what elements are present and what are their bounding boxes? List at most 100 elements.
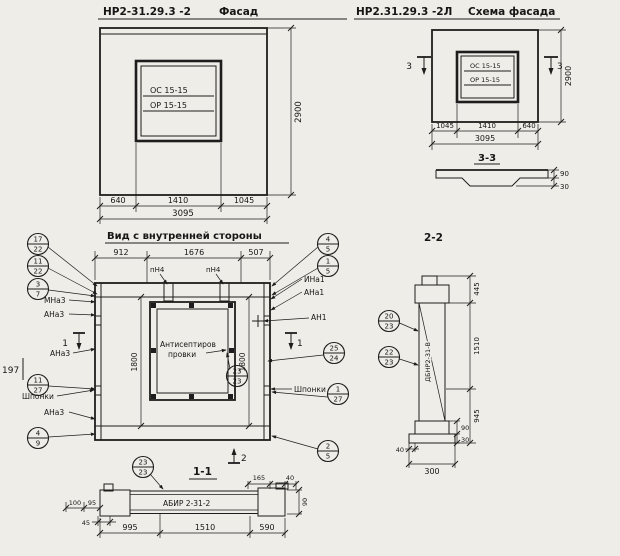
callout-4-5: 4 5 <box>271 232 340 287</box>
dim-label: 1676 <box>184 248 204 257</box>
scheme-panel-outline <box>431 29 539 123</box>
dim-height: 2900 <box>294 101 304 123</box>
section-top-tongue <box>421 275 438 286</box>
callout-20-23: 20 23 <box>377 309 419 333</box>
section-head <box>414 284 450 304</box>
dim-label: 1045 <box>436 122 454 130</box>
svg-text:22: 22 <box>385 349 394 357</box>
section-3-3: 3-3 90 30 <box>435 153 569 191</box>
section-mark-label: АБИР 2-31-2 <box>163 499 211 508</box>
svg-text:4: 4 <box>36 430 41 438</box>
svg-text:23: 23 <box>385 359 394 367</box>
dim-side: 1800 <box>238 352 247 371</box>
section-flag-3: 3 <box>557 62 563 72</box>
svg-text:23: 23 <box>233 368 242 376</box>
callout-1-5: 1 5 <box>271 254 340 296</box>
section-title: 2-2 <box>424 232 443 244</box>
svg-text:23: 23 <box>139 459 148 467</box>
scheme-window <box>455 50 520 104</box>
section-mark-label: ДБНР2-31-В <box>424 342 432 382</box>
section-2-2: 2-2 ДБНР2-31-В 20 23 22 23 445 1510 945 <box>377 232 481 476</box>
dim-label: 1510 <box>195 523 215 532</box>
dim-label: 45 <box>82 519 90 527</box>
anchor-label: ИНа1 <box>304 275 325 284</box>
window-mark-or: ОР 15-15 <box>470 76 500 84</box>
dim-label: 300 <box>424 467 439 476</box>
callout-17-22: 17 22 <box>26 232 98 287</box>
window-mark-os: ОС 15-15 <box>150 86 188 95</box>
facade-code: НР2-31.29.3 -2 <box>103 6 191 18</box>
dim-total: 3095 <box>172 209 194 219</box>
svg-text:23: 23 <box>385 323 394 331</box>
callout-11-27: 11 27 <box>26 373 96 397</box>
gasket-note-line2: провки <box>168 350 196 359</box>
callout-4-9: 4 9 <box>26 426 96 450</box>
dowel-key <box>263 385 271 396</box>
dim-label: 640 <box>522 122 535 130</box>
callout-22-23: 22 23 <box>377 345 419 369</box>
facade-panel-outline <box>99 27 268 196</box>
callout-25-24: 25 24 <box>267 341 346 365</box>
svg-text:20: 20 <box>385 313 394 321</box>
profile-shape <box>435 170 549 187</box>
inner-window <box>149 301 236 401</box>
callout-23-23: 23 23 <box>225 352 249 388</box>
dowel-label: Шпонки <box>22 392 54 401</box>
gasket-note-line1: Антисептиров <box>160 340 216 349</box>
section-left-tongue <box>103 483 114 492</box>
dim-height: 2900 <box>564 66 573 86</box>
facade-window <box>134 59 223 143</box>
anchor-label: АНа3 <box>44 310 64 319</box>
svg-text:11: 11 <box>34 377 43 385</box>
svg-text:4: 4 <box>326 236 331 244</box>
svg-text:23: 23 <box>233 378 242 386</box>
nailer-label: пН4 <box>206 266 221 274</box>
window-mark-or: ОР 15-15 <box>150 101 187 110</box>
gasket-pad <box>228 303 233 308</box>
inner-view-title: Вид с внутренней стороны <box>107 231 262 242</box>
anchor-label: АНа3 <box>44 408 64 417</box>
section-flag-2: 2 <box>241 454 247 464</box>
callout-23-23: 23 23 <box>131 455 164 490</box>
gasket-pad <box>229 348 234 353</box>
gasket-pad <box>151 303 156 308</box>
nailer-strip <box>163 282 174 302</box>
dim-label: 100 <box>69 499 81 507</box>
dim-label: 507 <box>248 248 263 257</box>
anchor-label: АНа3 <box>50 349 70 358</box>
dim-label: 90 <box>560 170 569 178</box>
nailer-label: пН4 <box>150 266 165 274</box>
dim-label: 1045 <box>234 196 254 205</box>
scheme-title: Схема фасада <box>468 6 555 18</box>
margin-mark: 197 <box>2 366 19 376</box>
callout-1-27: 1 27 <box>271 382 350 406</box>
svg-text:11: 11 <box>34 258 43 266</box>
dim-label: 912 <box>113 248 128 257</box>
facade-title: Фасад <box>219 6 258 18</box>
section-base-plate <box>408 433 456 444</box>
svg-text:1: 1 <box>326 258 330 266</box>
section-title: 3-3 <box>478 153 496 164</box>
svg-text:2: 2 <box>326 443 330 451</box>
svg-text:25: 25 <box>330 345 339 353</box>
dim-label: 30 <box>461 436 469 444</box>
svg-text:3: 3 <box>36 281 40 289</box>
gasket-pad <box>151 394 156 399</box>
window-mark-os: ОС 15-15 <box>470 62 501 70</box>
facade-scheme-drawing: НР2.31.29.3 -2Л Схема фасада ОС 15-15 ОР… <box>354 6 573 150</box>
callout-11-22: 11 22 <box>26 254 98 295</box>
dowel-key <box>94 385 102 396</box>
anchor-label: АНа1 <box>304 288 324 297</box>
dim-label: 90 <box>461 424 469 432</box>
section-flag-1: 1 <box>62 339 68 349</box>
gasket-pad <box>151 348 156 353</box>
svg-text:5: 5 <box>326 453 330 461</box>
dim-label: 995 <box>122 523 137 532</box>
dim-total: 3095 <box>475 134 495 143</box>
section-1-1: 23 23 1-1 АБИР 2-31-2 100 95 45 <box>62 455 309 538</box>
svg-text:9: 9 <box>36 440 40 448</box>
callout-3-7: 3 7 <box>26 277 96 301</box>
svg-text:7: 7 <box>36 291 40 299</box>
section-flag-1: 1 <box>297 339 303 349</box>
